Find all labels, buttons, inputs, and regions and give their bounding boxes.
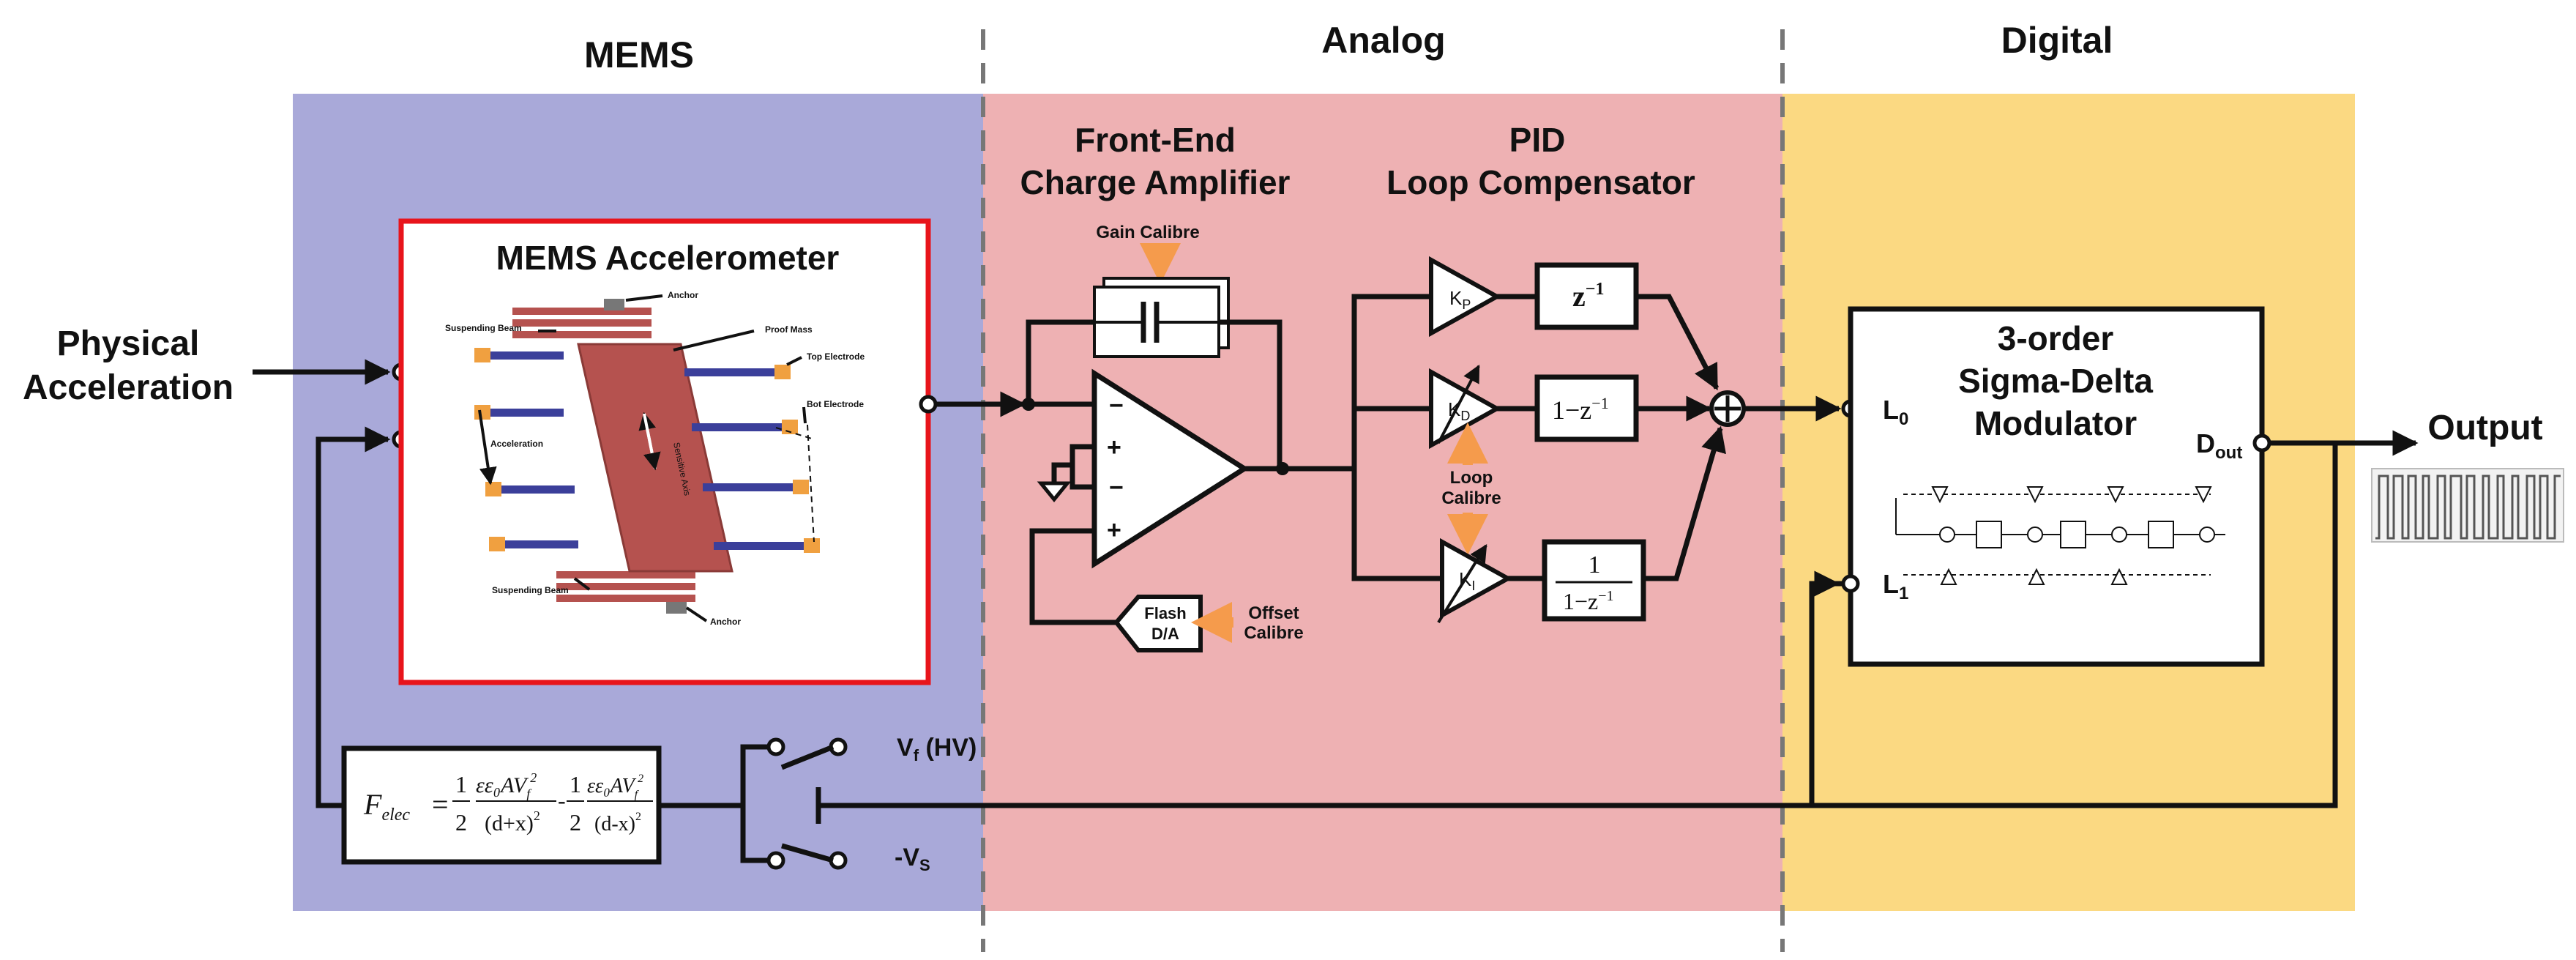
label-acceleration: Acceleration	[490, 439, 543, 449]
svg-text:(d-x)2: (d-x)2	[594, 811, 641, 836]
left-electrodes	[474, 348, 578, 551]
integrator-den: 1−z−1	[1563, 588, 1614, 614]
l0-label: L0	[1883, 395, 1908, 429]
accelerometer-illustration: Sensitive Axis Anchor Suspending Beam Pr…	[445, 290, 865, 627]
svg-text:=: =	[432, 788, 449, 821]
anchor-top-block	[604, 299, 624, 310]
label-top-electrode: Top Electrode	[807, 351, 865, 362]
svg-text:2: 2	[570, 809, 581, 836]
flash-da-line2: D/A	[1151, 625, 1179, 643]
z-inverse-label: z−1	[1572, 280, 1604, 313]
dout-label: Dout	[2196, 428, 2242, 463]
modulator-title-line3: Modulator	[1974, 404, 2137, 442]
section-title-analog: Analog	[1321, 20, 1445, 61]
output-bitstream	[2371, 468, 2564, 543]
anchor-bottom-block	[666, 602, 687, 614]
switch-top-left-node	[766, 737, 785, 756]
mems-accelerometer-title: MEMS Accelerometer	[496, 239, 840, 277]
electrostatic-force-block	[341, 745, 662, 865]
gain-calibre-label: Gain Calibre	[1096, 223, 1199, 242]
one-minus-z-block	[1534, 374, 1639, 442]
section-title-digital: Digital	[2001, 20, 2113, 61]
svg-text:εε₀AVf2: εε₀AVf2	[587, 773, 643, 801]
vf-label: Vf (HV)	[897, 734, 977, 764]
svg-text:Felec: Felec	[363, 788, 410, 825]
svg-text:εε₀AVf2: εε₀AVf2	[476, 770, 537, 801]
dout-terminal	[2252, 434, 2271, 453]
offset-calibre-line2: Calibre	[1244, 623, 1303, 643]
switch-bottom-left-node	[766, 851, 785, 870]
one-minus-z-label: 1−z−1	[1552, 394, 1609, 425]
output-label: Output	[2427, 409, 2542, 447]
ground-symbol	[1037, 481, 1072, 502]
switch-top-blade	[780, 744, 835, 770]
label-proof-mass: Proof Mass	[765, 324, 813, 335]
label-anchor-top: Anchor	[668, 290, 698, 300]
integrator-block	[1542, 539, 1646, 622]
offset-calibre-line1: Offset	[1248, 603, 1299, 623]
charge-amplifier	[1091, 368, 1250, 569]
opamp-plus-1: +	[1107, 434, 1121, 461]
l1-label: L1	[1883, 569, 1908, 603]
vs-label: -VS	[895, 844, 930, 874]
switch-bottom-blade	[781, 843, 834, 863]
modulator-title-line1: 3-order	[1998, 319, 2114, 357]
flash-da-line1: Flash	[1144, 604, 1186, 622]
svg-text:1: 1	[455, 771, 467, 797]
loop-calibre-line1: Loop	[1450, 468, 1493, 488]
label-suspending-beam-bottom: Suspending Beam	[492, 585, 569, 595]
svg-text:1: 1	[570, 771, 581, 797]
modulator-title-line2: Sigma-Delta	[1958, 362, 2153, 400]
right-electrodes	[684, 365, 820, 553]
pid-title-line2: Loop Compensator	[1386, 163, 1695, 201]
svg-text:(d+x)2: (d+x)2	[485, 808, 540, 836]
electrostatic-force-formula: Felec = 1 2 εε₀AVf2 (d+x)2 - 1 2 εε₀AVf2…	[363, 770, 653, 836]
frontend-title-line1: Front-End	[1075, 121, 1236, 159]
opamp-plus-2: +	[1107, 516, 1121, 544]
pid-title-line1: PID	[1509, 121, 1566, 159]
label-anchor-bottom: Anchor	[710, 617, 741, 627]
junction-input	[1022, 398, 1035, 411]
loop-calibre-line2: Calibre	[1441, 488, 1501, 508]
modulator-internal-schematic	[1895, 486, 2225, 585]
opamp-minus-2: −	[1109, 474, 1124, 502]
kp-gain	[1429, 256, 1502, 338]
sigma-delta-modulator	[1848, 306, 2265, 667]
input-label-line1: Physical	[57, 324, 200, 363]
frontend-title-line2: Charge Amplifier	[1020, 163, 1291, 201]
kp-label: KP	[1449, 287, 1471, 312]
input-label-line2: Acceleration	[23, 368, 234, 407]
l1-terminal	[1841, 574, 1860, 593]
opamp-minus-1: −	[1109, 392, 1124, 420]
label-bot-electrode: Bot Electrode	[807, 399, 864, 409]
section-title-mems: MEMS	[584, 34, 694, 75]
label-suspending-beam-top: Suspending Beam	[445, 323, 522, 333]
junction-opamp-output	[1276, 462, 1289, 475]
svg-text:-: -	[558, 787, 566, 814]
accelerometer-output-terminal	[919, 395, 938, 414]
svg-text:2: 2	[455, 809, 467, 836]
integrator-num: 1	[1588, 551, 1601, 578]
